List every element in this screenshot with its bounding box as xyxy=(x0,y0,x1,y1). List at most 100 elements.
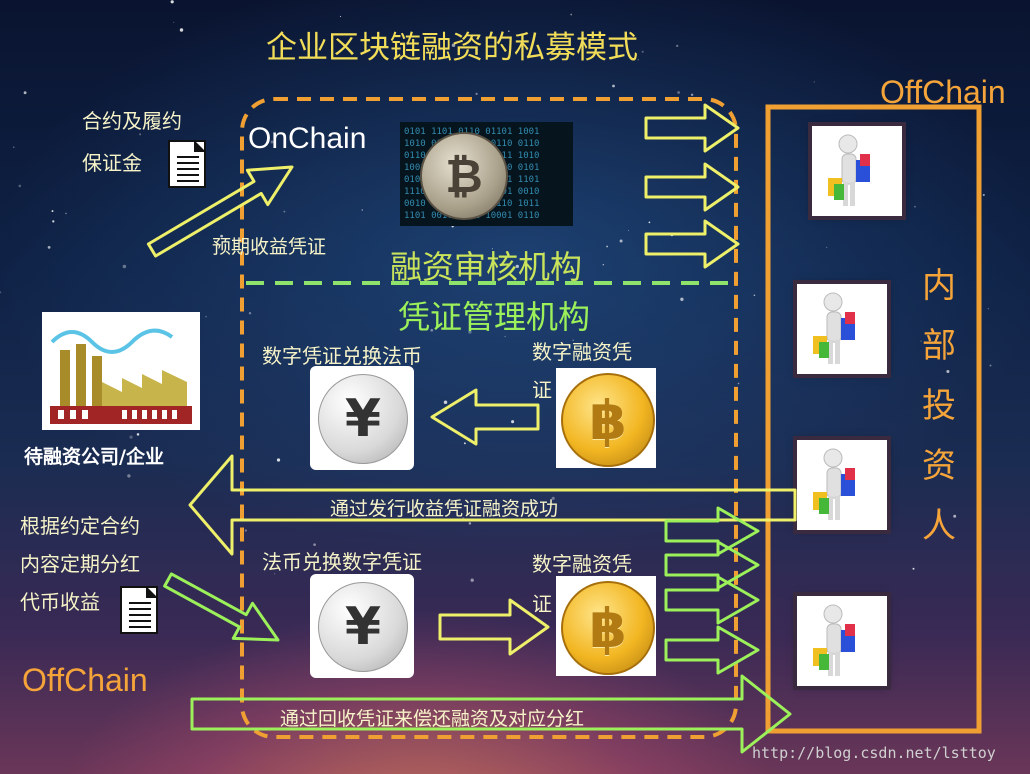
digital-voucher-label-2-line2: 证 xyxy=(532,592,552,616)
star xyxy=(989,364,992,367)
star xyxy=(602,264,604,266)
diagram-title: 企业区块链融资的私募模式 xyxy=(266,30,638,66)
star xyxy=(572,339,574,341)
offchain-label-bottom: OffChain xyxy=(22,662,148,698)
star xyxy=(543,252,545,254)
star xyxy=(826,246,828,248)
star xyxy=(270,140,274,144)
investors-char-3: 投 xyxy=(922,386,956,426)
star xyxy=(753,294,756,297)
investor-image-1 xyxy=(812,126,902,216)
star xyxy=(52,220,55,223)
star xyxy=(450,502,454,505)
star xyxy=(173,21,175,24)
factory-graphic xyxy=(50,328,192,424)
bitcoin-glyph: ฿ xyxy=(589,596,627,660)
star xyxy=(680,297,684,301)
star xyxy=(470,578,474,582)
star xyxy=(491,248,493,250)
arrow-dividend-to-investor-1 xyxy=(664,506,760,556)
repay-banner-label: 通过回收凭证来偿还融资及对应分红 xyxy=(280,708,585,730)
star xyxy=(511,420,515,424)
star xyxy=(136,433,140,436)
arrow-audit-to-investor-2 xyxy=(644,162,740,212)
star xyxy=(430,328,434,332)
star xyxy=(283,210,286,213)
contract-document-icon xyxy=(168,140,206,188)
star xyxy=(248,311,252,315)
fiat-to-digital-label: 法币兑换数字凭证 xyxy=(262,550,422,574)
star xyxy=(443,400,448,405)
company-factory-image xyxy=(42,312,200,430)
star xyxy=(0,291,2,294)
star xyxy=(637,59,639,61)
digital-voucher-coin-top: ฿ xyxy=(556,368,656,468)
star xyxy=(987,308,989,310)
star xyxy=(946,369,950,374)
star xyxy=(507,30,510,33)
star xyxy=(51,210,54,213)
star xyxy=(65,212,67,215)
star xyxy=(468,330,472,334)
investor-image-4 xyxy=(797,596,887,686)
fiat-yen-icon-top: ¥ xyxy=(310,366,414,470)
arrow-audit-to-investor-3 xyxy=(644,219,740,269)
arrow-contract-to-onchain xyxy=(146,165,294,258)
star xyxy=(127,474,131,478)
arrow-audit-to-investor-1 xyxy=(644,103,740,153)
dividend-label-line3: 代币收益 xyxy=(20,590,100,614)
onchain-label: OnChain xyxy=(248,122,367,155)
investor-image-2 xyxy=(797,284,887,374)
arrow-digital-to-fiat xyxy=(430,388,540,446)
dividend-document-icon xyxy=(120,586,158,634)
shopper-figure xyxy=(828,134,870,206)
star xyxy=(504,335,506,338)
star xyxy=(676,44,679,48)
star xyxy=(361,209,363,211)
watermark: http://blog.csdn.net/lsttoy xyxy=(752,744,996,762)
star xyxy=(627,229,630,232)
star xyxy=(244,529,247,532)
star xyxy=(612,84,615,88)
star xyxy=(551,496,555,500)
arrow-dividend-to-investor-4 xyxy=(664,625,760,675)
shopper-figure xyxy=(813,448,855,520)
digital-voucher-label-2-line1: 数字融资凭 xyxy=(532,552,632,576)
star xyxy=(139,133,142,136)
investors-region xyxy=(765,104,982,734)
shopper-figure xyxy=(813,604,855,676)
digital-voucher-label-1-line2: 证 xyxy=(532,378,552,402)
arrow-financing-success xyxy=(188,454,797,556)
star xyxy=(953,514,957,518)
star xyxy=(283,350,286,352)
company-label: 待融资公司/企业 xyxy=(24,446,164,468)
star xyxy=(641,50,644,53)
contract-label-line2: 保证金 xyxy=(82,151,142,175)
star xyxy=(78,527,81,530)
star xyxy=(606,245,608,248)
arrow-repay-financing xyxy=(190,674,792,754)
star xyxy=(23,91,27,95)
star xyxy=(468,522,472,525)
star xyxy=(914,205,916,208)
digital-voucher-coin-bottom: ฿ xyxy=(556,576,656,676)
success-banner-label: 通过发行收益凭证融资成功 xyxy=(330,498,559,520)
voucher-org-label: 凭证管理机构 xyxy=(398,298,591,336)
expected-income-label: 预期收益凭证 xyxy=(212,236,327,258)
star xyxy=(920,340,922,342)
star xyxy=(463,442,466,445)
digital-voucher-label-1-line1: 数字融资凭 xyxy=(532,340,632,364)
arrow-dividend-to-fiat xyxy=(163,572,280,642)
star xyxy=(170,0,174,4)
star xyxy=(274,573,276,575)
star xyxy=(813,81,816,83)
star xyxy=(179,28,184,32)
star xyxy=(619,239,623,243)
star xyxy=(276,458,281,462)
star xyxy=(690,93,694,97)
star xyxy=(570,13,573,16)
bitcoin-coin-icon: ₿ xyxy=(420,132,508,220)
digital-to-fiat-label: 数字凭证兑换法币 xyxy=(262,344,422,368)
